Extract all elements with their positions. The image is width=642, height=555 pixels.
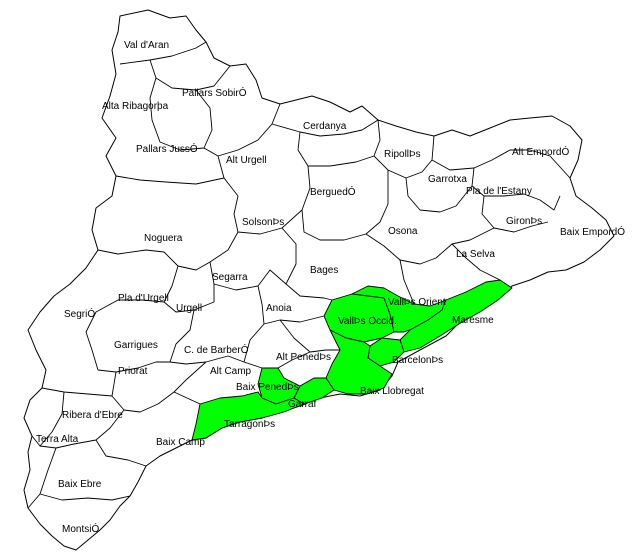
label-baix-emporda: Baix EmpordÓ xyxy=(560,227,626,238)
label-alt-camp: Alt Camp xyxy=(210,366,252,377)
label-valles-orient: VallÞs Orient xyxy=(388,297,446,308)
label-anoia: Anoia xyxy=(266,303,292,314)
label-baix-ebre: Baix Ebre xyxy=(58,479,102,490)
label-alt-penedes: Alt PenedÞs xyxy=(276,352,332,363)
label-barcelones: BarcelonÞs xyxy=(392,355,444,366)
label-solsones: SolsonÞs xyxy=(242,217,285,228)
label-la-selva: La Selva xyxy=(456,249,495,260)
label-pallars-sobira: Pallars SobirÓ xyxy=(182,88,247,99)
label-garrotxa: Garrotxa xyxy=(428,174,467,185)
label-terra-alta: Terra Alta xyxy=(36,434,79,445)
label-noguera: Noguera xyxy=(144,233,183,244)
label-tarragones: TarragonÞs xyxy=(224,419,276,430)
label-segarra: Segarra xyxy=(212,272,248,283)
region-tarragones xyxy=(191,391,305,441)
label-osona: Osona xyxy=(388,226,418,237)
label-alta-ribagorca: Alta Ribagorþa xyxy=(102,101,169,112)
label-ribera-ebre: Ribera d'Ebre xyxy=(62,410,123,421)
label-conca-barbera: C. de BarberÓ xyxy=(184,345,249,356)
label-garraf: Garraf xyxy=(288,399,317,410)
label-cerdanya: Cerdanya xyxy=(303,121,347,132)
label-ripolles: RipollÞs xyxy=(384,149,421,160)
label-pallars-jussa: Pallars JussÓ xyxy=(136,144,198,155)
region-outline xyxy=(23,9,615,551)
label-urgell: Urgell xyxy=(176,303,203,314)
label-pla-urgell: Pla d'Urgell xyxy=(118,293,169,304)
region-baix-llobregat xyxy=(325,329,393,395)
region-maresme xyxy=(399,279,513,353)
label-montsia: MontsiÓ xyxy=(62,524,100,535)
label-garrigues: Garrigues xyxy=(114,340,158,351)
label-baix-llobregat: Baix Llobregat xyxy=(360,386,424,397)
label-bages: Bages xyxy=(310,265,339,276)
label-alt-emporda: Alt EmpordÓ xyxy=(512,147,570,158)
label-priorat: Priorat xyxy=(118,366,148,377)
label-segria: SegriÓ xyxy=(64,309,96,320)
label-baix-camp: Baix Camp xyxy=(156,437,205,448)
label-maresme: Maresme xyxy=(452,315,494,326)
label-val-daran: Val d'Aran xyxy=(124,40,170,51)
label-alt-urgell: Alt Urgell xyxy=(226,155,267,166)
label-pla-estany: Pla de l'Estany xyxy=(466,186,532,197)
comarca-borders xyxy=(27,41,571,509)
label-valles-occid: VallÞs Occid. xyxy=(338,316,397,327)
label-girones: GironÞs xyxy=(506,216,543,227)
label-bergueda: BerguedÓ xyxy=(310,187,356,198)
label-baix-penedes: Baix PenedÞs xyxy=(236,382,299,393)
